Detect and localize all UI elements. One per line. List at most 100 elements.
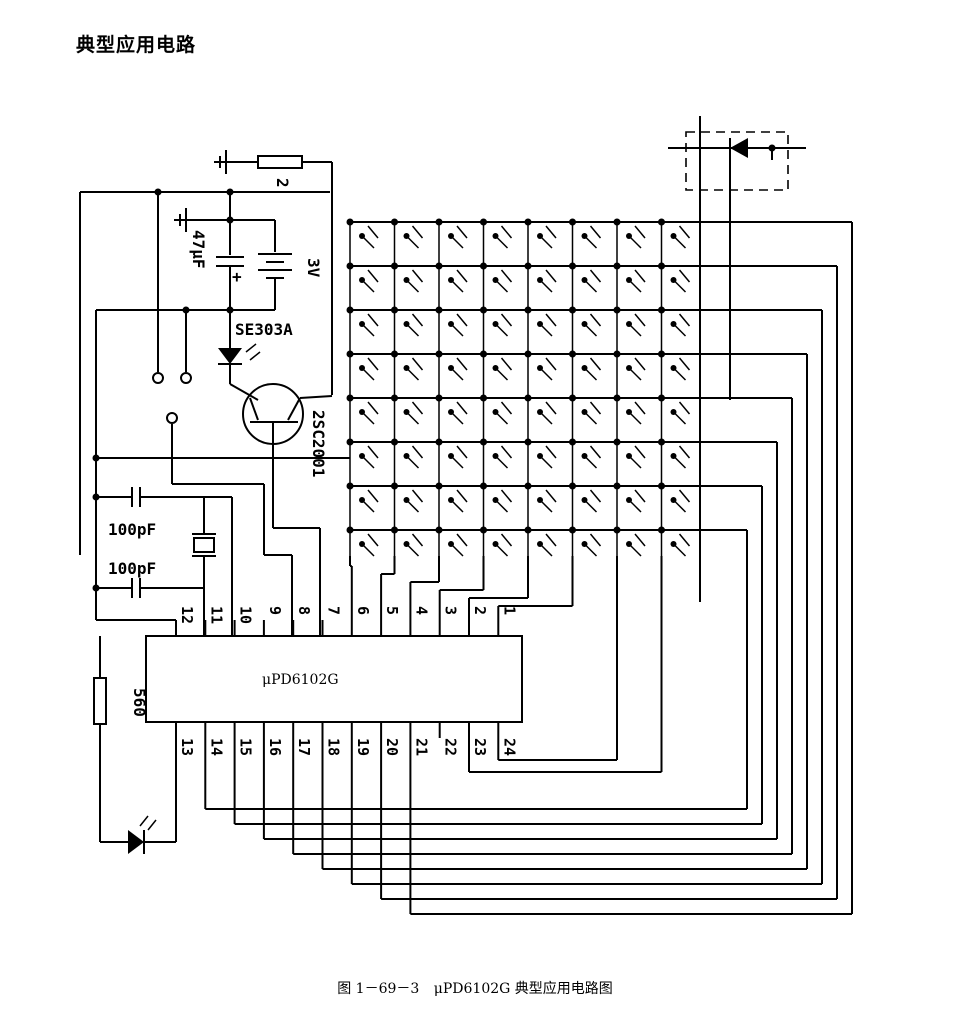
matrix-key — [658, 438, 691, 469]
battery-3v — [258, 253, 292, 279]
chip-top-pins: 12 11 10 9 8 7 6 5 4 3 2 1 — [175, 606, 518, 636]
matrix-key — [391, 394, 424, 425]
matrix-key — [658, 350, 691, 381]
matrix-key — [613, 526, 646, 557]
chip-bottom-pin-label: 16 — [266, 738, 284, 756]
chip-bottom-pin-label: 17 — [295, 738, 313, 756]
chip-top-pin-label: 6 — [354, 606, 372, 615]
matrix-key — [391, 262, 424, 293]
matrix-key — [569, 526, 602, 557]
chip-bottom-pin-label: 18 — [325, 738, 343, 756]
chip-top-pin-label: 3 — [442, 606, 460, 615]
chip-bottom-pin-label: 19 — [354, 738, 372, 756]
indicator-led — [128, 815, 157, 854]
matrix-key — [480, 394, 513, 425]
crystal-resonator — [192, 497, 216, 636]
matrix-key — [346, 262, 379, 293]
chip-bottom-pin-label: 24 — [500, 738, 518, 756]
chip-top-pin-label: 7 — [325, 606, 343, 615]
matrix-key — [435, 526, 468, 557]
matrix-key — [613, 218, 646, 249]
matrix-key — [346, 438, 379, 469]
matrix-key — [613, 306, 646, 337]
chip-top-pin-label: 4 — [412, 606, 430, 615]
chip-top-pin-label: 12 — [178, 606, 196, 624]
matrix-key — [658, 306, 691, 337]
matrix-key — [391, 526, 424, 557]
battery-label: 3V — [304, 258, 323, 278]
matrix-key — [524, 218, 557, 249]
matrix-key — [613, 438, 646, 469]
resistor-r2-label: 2 — [273, 178, 292, 188]
chip-label: μPD6102G — [262, 672, 339, 688]
chip-bottom-pin-label: 13 — [178, 738, 196, 756]
capacitor-c2-label: 100pF — [108, 520, 156, 539]
matrix-key — [391, 350, 424, 381]
page-title: 典型应用电路 — [76, 34, 197, 56]
capacitor-c2 — [131, 487, 141, 507]
ground-symbol-top — [214, 150, 258, 174]
matrix-key — [435, 482, 468, 513]
capacitor-c1-label: 47μF — [189, 230, 208, 269]
matrix-key — [524, 306, 557, 337]
matrix-key — [613, 262, 646, 293]
matrix-key — [480, 306, 513, 337]
chip-top-pin-label: 11 — [207, 606, 225, 624]
matrix-key — [658, 526, 691, 557]
key-matrix — [204, 218, 853, 915]
matrix-key — [346, 526, 379, 557]
matrix-key — [391, 438, 424, 469]
matrix-key — [569, 482, 602, 513]
matrix-key — [569, 262, 602, 293]
chip-bottom-pin-label: 23 — [471, 738, 489, 756]
chip-top-pin-label: 1 — [500, 606, 518, 615]
matrix-key — [569, 306, 602, 337]
matrix-key — [569, 394, 602, 425]
matrix-key — [524, 438, 557, 469]
matrix-key — [613, 482, 646, 513]
capacitor-c3 — [131, 578, 141, 598]
matrix-key — [480, 526, 513, 557]
matrix-key — [480, 438, 513, 469]
matrix-key — [569, 218, 602, 249]
matrix-key — [658, 218, 691, 249]
figure-caption: 图 1－69－3 μPD6102G 典型应用电路图 — [0, 978, 960, 998]
matrix-key — [346, 394, 379, 425]
figure-caption-text: μPD6102G 典型应用电路图 — [433, 981, 613, 997]
matrix-key — [480, 218, 513, 249]
chip-bottom-pin-label: 15 — [237, 738, 255, 756]
ir-led-label: SE303A — [235, 320, 293, 339]
chip-top-pin-label: 9 — [266, 606, 284, 615]
resistor-r1 — [93, 677, 107, 725]
matrix-key — [435, 262, 468, 293]
matrix-key — [391, 482, 424, 513]
resistor-r2 — [257, 155, 303, 169]
matrix-key — [346, 306, 379, 337]
matrix-key — [435, 394, 468, 425]
matrix-key — [658, 394, 691, 425]
chip-bottom-pin-label: 22 — [442, 738, 460, 756]
matrix-key — [658, 482, 691, 513]
matrix-key — [480, 350, 513, 381]
chip-top-pin-label: 10 — [237, 606, 255, 624]
matrix-key — [569, 438, 602, 469]
matrix-key — [346, 482, 379, 513]
matrix-key — [480, 262, 513, 293]
chip-top-pin-label: 8 — [295, 606, 313, 615]
chip-bottom-pin-label: 14 — [207, 738, 225, 756]
matrix-key — [524, 482, 557, 513]
matrix-key — [524, 350, 557, 381]
resistor-r1-label: 560 — [130, 688, 149, 717]
chip-top-pin-label: 5 — [383, 606, 401, 615]
capacitor-c3-label: 100pF — [108, 559, 156, 578]
matrix-key — [524, 394, 557, 425]
diode-option-box — [668, 116, 806, 602]
matrix-key — [613, 350, 646, 381]
ground-symbol-cap — [174, 208, 275, 232]
matrix-key — [480, 482, 513, 513]
chip-top-pin-label: 2 — [471, 606, 489, 615]
matrix-key — [391, 306, 424, 337]
ir-led — [218, 343, 261, 365]
matrix-key — [613, 394, 646, 425]
